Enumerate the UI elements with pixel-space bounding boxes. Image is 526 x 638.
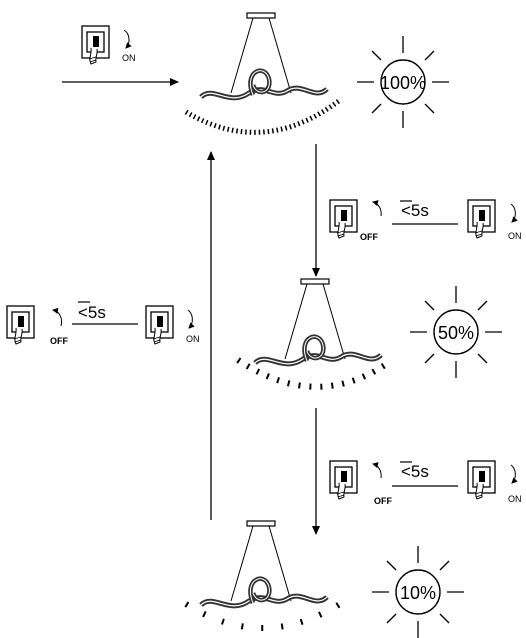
lamp-full-brightness bbox=[184, 13, 342, 135]
on-label: ON bbox=[122, 53, 136, 63]
switch-icon bbox=[467, 199, 496, 239]
switch-icon bbox=[81, 25, 110, 65]
switch-icon bbox=[6, 305, 35, 345]
switch-cycle-1: OFF <5s ON bbox=[329, 199, 522, 242]
time-label: <5s bbox=[401, 201, 429, 220]
time-label: <5s bbox=[401, 462, 429, 481]
off-label: OFF bbox=[360, 232, 378, 242]
on-label: ON bbox=[186, 334, 200, 344]
light-marks-dense bbox=[184, 98, 342, 135]
time-label: <5s bbox=[78, 303, 106, 322]
brightness-half-label: 50% bbox=[438, 323, 474, 343]
off-label: OFF bbox=[50, 336, 68, 346]
lamp-low-brightness bbox=[184, 521, 342, 631]
switch-cycle-3: OFF <5s ON bbox=[329, 460, 522, 506]
sun-half: 50% bbox=[409, 285, 503, 379]
switch-icon bbox=[329, 460, 358, 500]
on-label: ON bbox=[508, 494, 522, 504]
switch-initial-on: ON bbox=[81, 25, 136, 65]
sun-low: 10% bbox=[371, 545, 465, 638]
switch-icon bbox=[329, 199, 358, 239]
switch-icon bbox=[467, 460, 496, 500]
brightness-full-label: 100% bbox=[380, 73, 426, 93]
switch-icon bbox=[145, 305, 174, 345]
light-marks-medium bbox=[236, 357, 390, 390]
brightness-low-label: 10% bbox=[400, 583, 436, 603]
off-label: OFF bbox=[374, 496, 392, 506]
lamp-half-brightness bbox=[236, 279, 390, 390]
switch-cycle-2: OFF <5s ON bbox=[6, 301, 200, 346]
light-marks-sparse bbox=[184, 601, 342, 631]
on-label: ON bbox=[508, 231, 522, 241]
sun-full: 100% bbox=[356, 35, 450, 129]
